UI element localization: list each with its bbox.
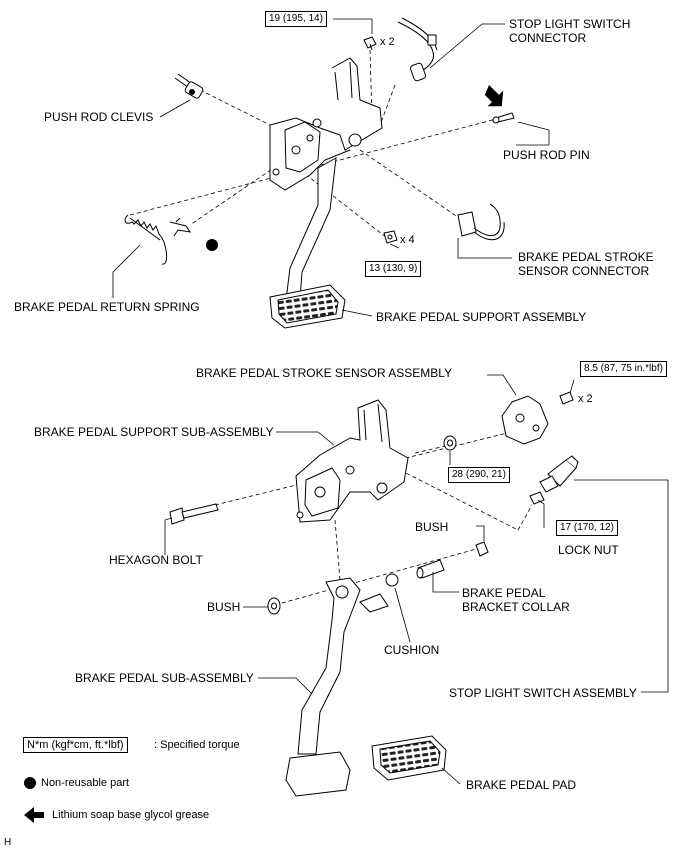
- legend-non-reusable: Non-reusable part: [41, 777, 130, 789]
- push-rod-clevis-label: PUSH ROD CLEVIS: [44, 110, 154, 124]
- bush-left-label: BUSH: [207, 600, 241, 614]
- nut-top-part: [383, 230, 398, 244]
- legend-torque-unit: N*m (kgf*cm, ft.*lbf): [23, 737, 128, 753]
- return-spring-label: BRAKE PEDAL RETURN SPRING: [14, 300, 200, 314]
- stop-light-switch-part: [539, 455, 579, 493]
- lock-nut-part: [529, 491, 545, 505]
- stop-light-switch-wire: [397, 17, 438, 82]
- stroke-sensor-assembly-label: BRAKE PEDAL STROKE SENSOR ASSEMBLY: [196, 366, 453, 380]
- callout-leaders: [112, 18, 669, 785]
- pedal-foot-plate-part: [285, 751, 351, 797]
- pedal-pad-top-part: [269, 284, 346, 329]
- hexagon-bolt-label: HEXAGON BOLT: [109, 553, 203, 567]
- push-rod-clevis-part: [174, 73, 204, 99]
- sensor-bolt-part: [559, 391, 574, 405]
- grease-arrow-top: [484, 84, 504, 107]
- torque-lock-nut: 17 (170, 12): [556, 520, 618, 536]
- collar-label: BRAKE PEDAL: [462, 586, 546, 600]
- torque-sensor-bolt: 8.5 (87, 75 in.*lbf): [580, 361, 667, 377]
- nut-28-part: [443, 435, 457, 451]
- non-reusable-legend-dot: [24, 777, 36, 789]
- pedal-sub-assembly-part: [297, 577, 389, 755]
- bush-left-part: [267, 597, 281, 615]
- torque-nut-top: 13 (130, 9): [365, 261, 422, 277]
- collar-label-2: BRACKET COLLAR: [462, 600, 570, 614]
- bottom-assembly: [169, 391, 579, 797]
- torque-bolt-top: 19 (195, 14): [265, 11, 327, 27]
- pedal-sub-assembly-label: BRAKE PEDAL SUB-ASSEMBLY: [75, 671, 254, 685]
- qty-bolt-top: x 2: [380, 36, 395, 48]
- bush-right-label: BUSH: [415, 520, 449, 534]
- return-spring-part: [124, 214, 168, 265]
- push-rod-pin-label: PUSH ROD PIN: [503, 148, 590, 162]
- push-rod-pin-part: [492, 112, 515, 124]
- cushion-part: [385, 573, 399, 587]
- bush-right-part: [475, 541, 489, 557]
- support-sub-assembly-part: [295, 399, 409, 523]
- lock-nut-label: LOCK NUT: [558, 543, 619, 557]
- clip-part: [169, 217, 192, 237]
- cushion-label: CUSHION: [384, 643, 440, 657]
- hexagon-bolt-part: [169, 503, 219, 525]
- pedal-pad-label: BRAKE PEDAL PAD: [466, 778, 577, 792]
- qty-nut-top: x 4: [400, 234, 415, 246]
- torque-nut-28: 28 (290, 21): [448, 467, 510, 483]
- stop-light-connector-label: STOP LIGHT SWITCH: [509, 17, 631, 31]
- stroke-connector-label-2: SENSOR CONNECTOR: [518, 264, 650, 278]
- support-assembly-label: BRAKE PEDAL SUPPORT ASSEMBLY: [376, 310, 587, 324]
- stroke-connector-label: BRAKE PEDAL STROKE: [518, 250, 654, 264]
- support-sub-assembly-label: BRAKE PEDAL SUPPORT SUB-ASSEMBLY: [34, 425, 274, 439]
- collar-part: [416, 559, 445, 579]
- non-reusable-dot-top: [206, 239, 218, 251]
- legend-torque-desc: : Specified torque: [154, 739, 240, 751]
- stop-light-switch-assembly-label: STOP LIGHT SWITCH ASSEMBLY: [449, 686, 637, 700]
- stop-light-connector-label-2: CONNECTOR: [509, 31, 587, 45]
- stroke-sensor-connector-part: [457, 203, 505, 241]
- stroke-sensor-part: [501, 395, 549, 445]
- corner-mark: H: [4, 837, 12, 848]
- top-assembly: [124, 17, 515, 329]
- legend-grease: Lithium soap base glycol grease: [52, 809, 210, 821]
- pedal-support-bracket-part: [269, 57, 383, 191]
- pedal-pad-bottom-part: [371, 735, 447, 781]
- bolt-top-part: [363, 36, 377, 51]
- qty-sensor-bolt: x 2: [578, 393, 593, 405]
- grease-legend-arrow-icon: [24, 807, 44, 823]
